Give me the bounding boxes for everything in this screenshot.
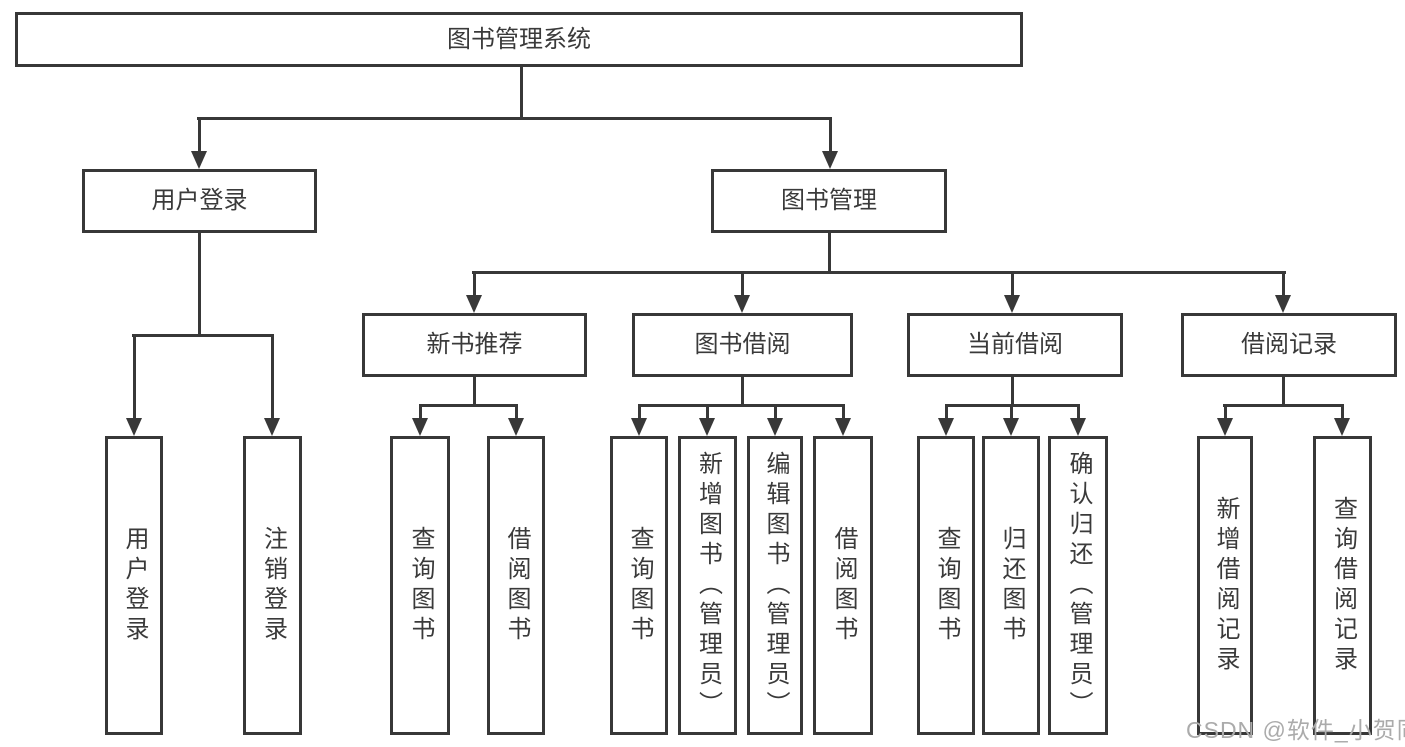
connector-to-leaf-user-login xyxy=(133,334,136,419)
connector-level3-rail xyxy=(472,271,1286,274)
leaf-borrow-add-books-admin-label: 新增图书（管理员） xyxy=(694,450,722,721)
leaf-recommend-borrow-books-label: 借阅图书 xyxy=(503,525,530,646)
arrowhead-leaf-2-icon xyxy=(508,418,524,436)
connector-leaf-11 xyxy=(1341,404,1344,421)
leaf-borrow-borrow-books-label: 借阅图书 xyxy=(830,525,857,646)
arrowhead-leaf-logout-icon xyxy=(264,418,280,436)
connector-leaf-8 xyxy=(1010,404,1013,421)
leaf-logout: 注销登录 xyxy=(243,436,302,735)
connector-to-borrow-records xyxy=(1282,271,1285,298)
connector-user-login-stem xyxy=(198,231,201,336)
node-book-borrow: 图书借阅 xyxy=(632,313,853,377)
leaf-logout-label: 注销登录 xyxy=(259,525,287,646)
connector-new-book-stem xyxy=(473,375,476,406)
connector-new-book-rail xyxy=(419,404,518,407)
node-book-borrow-label: 图书借阅 xyxy=(694,331,791,358)
leaf-recommend-query-books: 查询图书 xyxy=(390,436,450,735)
node-root-label: 图书管理系统 xyxy=(447,25,591,53)
connector-level1-rail xyxy=(197,117,831,120)
connector-borrow-records-rail xyxy=(1223,404,1344,407)
connector-leaf-2 xyxy=(515,404,518,421)
node-borrow-records: 借阅记录 xyxy=(1181,313,1397,377)
leaf-current-return-books: 归还图书 xyxy=(982,436,1040,735)
arrowhead-leaf-user-login-icon xyxy=(126,418,142,436)
connector-leaf-4 xyxy=(706,404,709,421)
connector-leaf-5 xyxy=(774,404,777,421)
arrowhead-leaf-1-icon xyxy=(412,418,428,436)
node-new-book-recommend: 新书推荐 xyxy=(362,313,587,377)
leaf-current-query-books-label: 查询图书 xyxy=(933,525,960,646)
arrowhead-leaf-11-icon xyxy=(1334,418,1350,436)
arrowhead-leaf-10-icon xyxy=(1217,418,1233,436)
leaf-user-login: 用户登录 xyxy=(105,436,163,735)
arrowhead-leaf-9-icon xyxy=(1070,418,1086,436)
node-borrow-records-label: 借阅记录 xyxy=(1241,331,1337,358)
node-root-library-system: 图书管理系统 xyxy=(15,12,1023,67)
leaf-recommend-query-books-label: 查询图书 xyxy=(407,525,434,646)
node-current-borrow: 当前借阅 xyxy=(907,313,1123,377)
arrowhead-user-login-icon xyxy=(191,151,207,169)
leaf-records-query-record: 查询借阅记录 xyxy=(1313,436,1372,735)
leaf-borrow-query-books: 查询图书 xyxy=(610,436,668,735)
node-book-management: 图书管理 xyxy=(711,169,947,233)
connector-book-borrow-stem xyxy=(741,375,744,406)
connector-to-book-management xyxy=(829,117,832,153)
arrowhead-new-book-icon xyxy=(466,295,482,313)
connector-root-stem xyxy=(520,66,523,119)
leaf-borrow-borrow-books: 借阅图书 xyxy=(813,436,873,735)
connector-to-new-book xyxy=(473,271,476,298)
node-user-login: 用户登录 xyxy=(82,169,317,233)
leaf-user-login-label: 用户登录 xyxy=(121,525,148,646)
node-book-management-label: 图书管理 xyxy=(781,187,877,214)
connector-leaf-7 xyxy=(945,404,948,421)
connector-current-borrow-stem xyxy=(1011,375,1014,406)
connector-leaf-6 xyxy=(842,404,845,421)
connector-book-management-stem xyxy=(828,231,831,273)
node-user-login-label: 用户登录 xyxy=(151,187,248,214)
connector-leaf-9 xyxy=(1077,404,1080,421)
arrowhead-leaf-5-icon xyxy=(767,418,783,436)
leaf-records-add-record-label: 新增借阅记录 xyxy=(1212,495,1239,676)
arrowhead-book-borrow-icon xyxy=(734,295,750,313)
connector-leaf-3 xyxy=(638,404,641,421)
arrowhead-leaf-6-icon xyxy=(835,418,851,436)
leaf-borrow-query-books-label: 查询图书 xyxy=(626,525,653,646)
leaf-borrow-edit-books-admin-label: 编辑图书（管理员） xyxy=(762,450,789,721)
connector-user-login-rail xyxy=(132,334,273,337)
arrowhead-leaf-3-icon xyxy=(631,418,647,436)
leaf-records-query-record-label: 查询借阅记录 xyxy=(1329,495,1357,676)
leaf-recommend-borrow-books: 借阅图书 xyxy=(487,436,545,735)
csdn-watermark: CSDN @软件_小贺同学 xyxy=(1186,717,1405,743)
arrowhead-current-borrow-icon xyxy=(1004,295,1020,313)
leaf-current-confirm-return-admin-label: 确认归还（管理员） xyxy=(1065,450,1092,721)
leaf-current-query-books: 查询图书 xyxy=(917,436,975,735)
leaf-records-add-record: 新增借阅记录 xyxy=(1197,436,1253,735)
leaf-current-confirm-return-admin: 确认归还（管理员） xyxy=(1048,436,1108,735)
connector-borrow-records-stem xyxy=(1282,375,1285,406)
connector-book-borrow-rail xyxy=(638,404,845,407)
leaf-borrow-add-books-admin: 新增图书（管理员） xyxy=(678,436,737,735)
connector-leaf-1 xyxy=(419,404,422,421)
arrowhead-book-management-icon xyxy=(822,151,838,169)
leaf-borrow-edit-books-admin: 编辑图书（管理员） xyxy=(747,436,803,735)
connector-to-current-borrow xyxy=(1011,271,1014,298)
arrowhead-borrow-records-icon xyxy=(1275,295,1291,313)
leaf-current-return-books-label: 归还图书 xyxy=(998,525,1025,646)
connector-to-leaf-logout xyxy=(271,334,274,419)
node-current-borrow-label: 当前借阅 xyxy=(967,331,1063,358)
connector-to-user-login xyxy=(198,117,201,153)
arrowhead-leaf-8-icon xyxy=(1003,418,1019,436)
arrowhead-leaf-7-icon xyxy=(938,418,954,436)
connector-leaf-10 xyxy=(1224,404,1227,421)
arrowhead-leaf-4-icon xyxy=(699,418,715,436)
connector-to-book-borrow xyxy=(741,271,744,298)
node-new-book-recommend-label: 新书推荐 xyxy=(426,331,523,358)
